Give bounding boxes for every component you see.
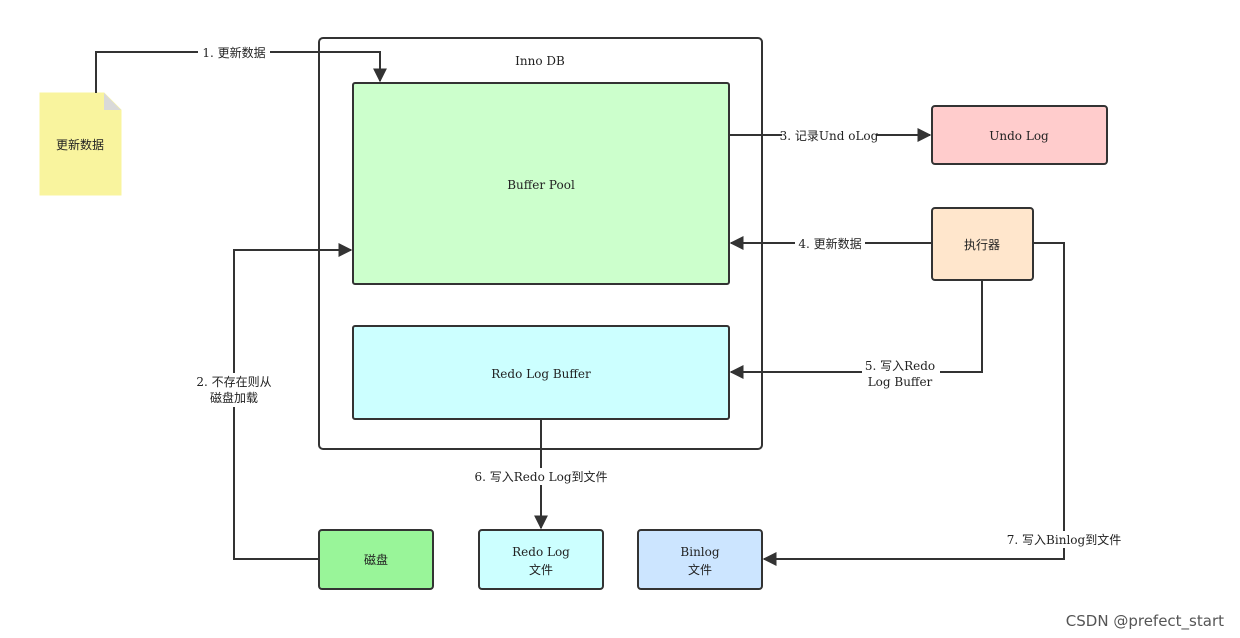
undo-log-label: Undo Log (989, 129, 1049, 143)
edge-6-label: 6. 写入Redo Log到文件 (475, 469, 608, 484)
edge-5-label-line2: Log Buffer (868, 375, 933, 389)
redo-log-file-label-line1: Redo Log (512, 545, 570, 559)
redo-log-file-box (478, 529, 604, 590)
update-data-note: 更新数据 (39, 92, 122, 196)
edge-5-label-line1: 5. 写入Redo (865, 359, 935, 373)
edge-2-label-line2: 磁盘加载 (210, 390, 258, 405)
buffer-pool-label: Buffer Pool (507, 178, 575, 192)
update-data-note-label: 更新数据 (56, 137, 104, 152)
edge-5-arrow (729, 280, 983, 379)
edge-2-label-line1: 2. 不存在则从 (196, 375, 271, 389)
binlog-file-label-line1: Binlog (680, 545, 719, 559)
buffer-pool-box (352, 82, 730, 285)
binlog-file-box (637, 529, 763, 590)
edge-4-label: 4. 更新数据 (798, 236, 861, 251)
edge-1-label: 1. 更新数据 (202, 45, 265, 60)
disk-label: 磁盘 (364, 552, 388, 567)
executor-label: 执行器 (964, 238, 1000, 252)
watermark: CSDN @prefect_start (1065, 612, 1224, 630)
binlog-file-label-line2: 文件 (688, 562, 712, 577)
edge-7-label: 7. 写入Binlog到文件 (1007, 532, 1121, 547)
edge-7-arrow (762, 242, 1065, 566)
undo-log-box (931, 105, 1108, 165)
redo-log-buffer-label: Redo Log Buffer (491, 367, 591, 381)
edge-3-label: 3. 记录Und oLog (780, 129, 879, 143)
redo-log-file-label-line2: 文件 (529, 562, 553, 577)
innodb-title: Inno DB (515, 54, 565, 68)
